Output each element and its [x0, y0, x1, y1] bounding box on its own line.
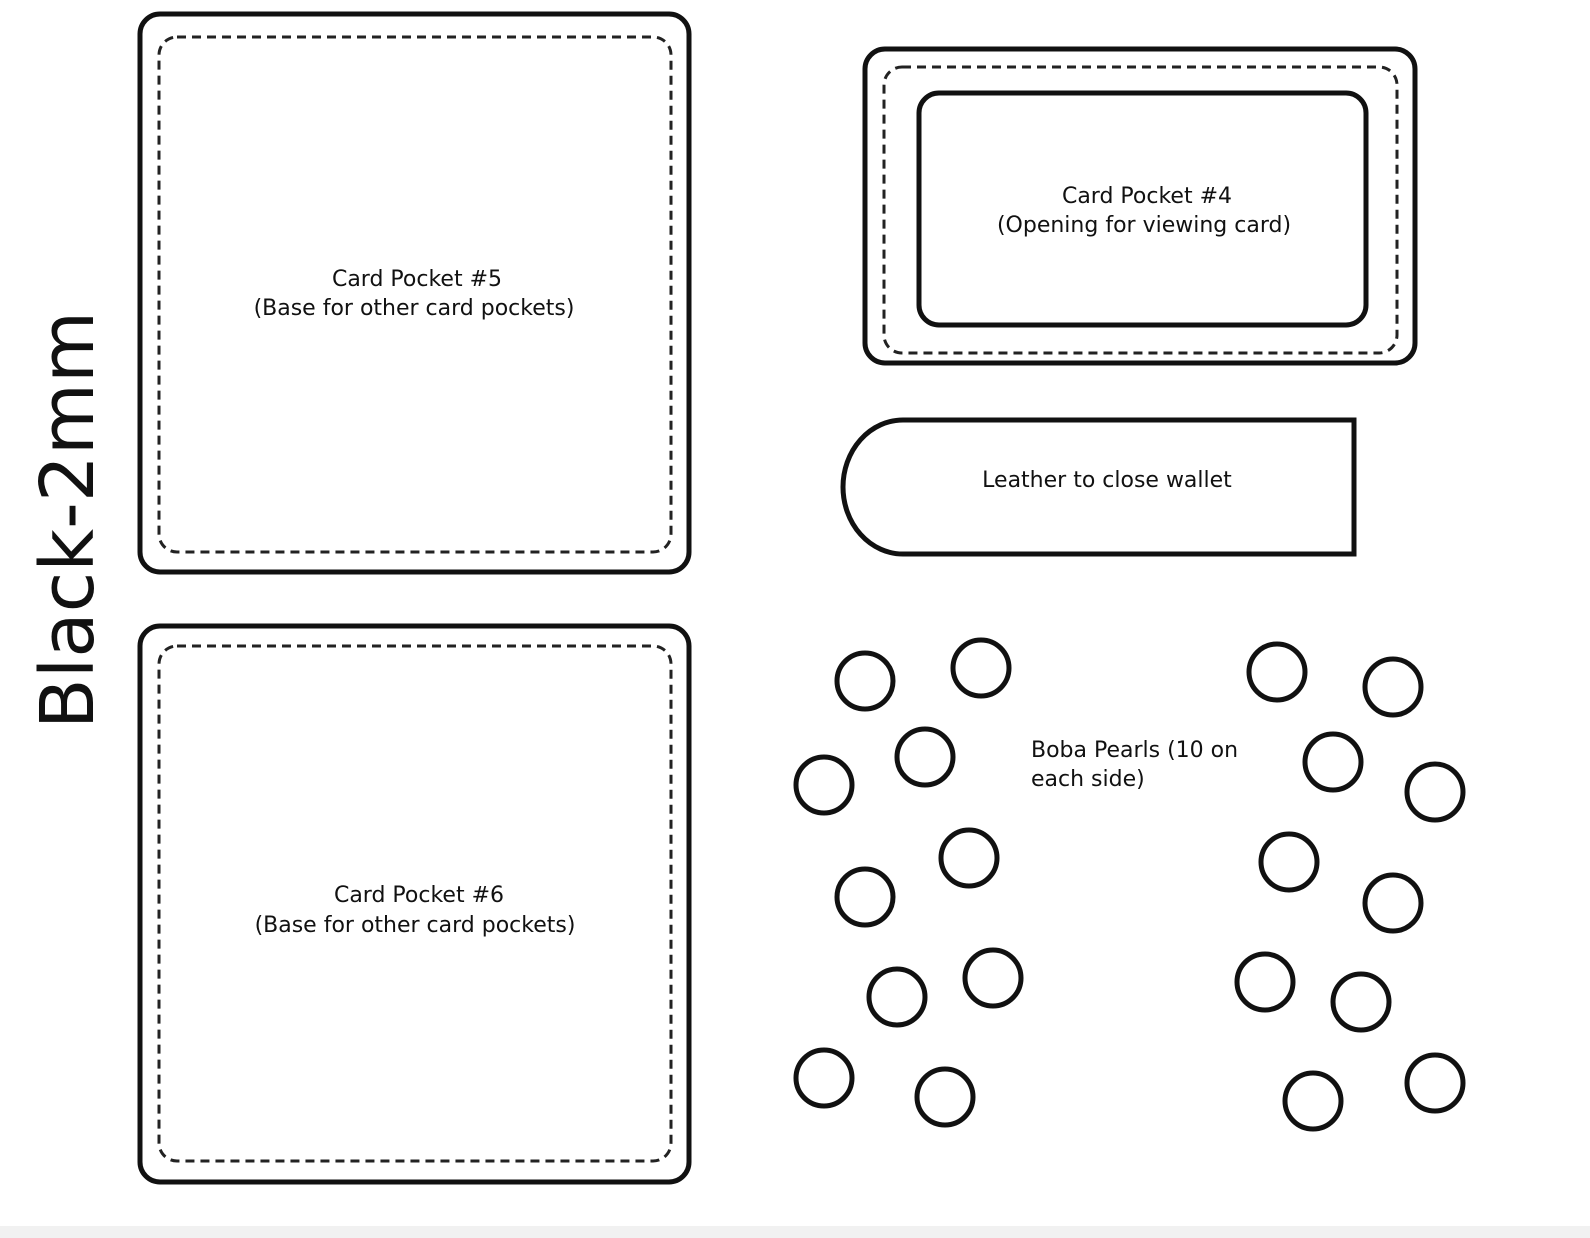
card-pocket-5-stitch-line — [157, 35, 673, 554]
boba-pearl-right-9 — [1282, 1070, 1344, 1132]
boba-pearl-left-4 — [793, 754, 855, 816]
card-pocket-4-outline — [862, 46, 1418, 366]
boba-pearl-right-1 — [1246, 641, 1308, 703]
boba-pearl-left-7 — [866, 966, 928, 1028]
material-title: Black-2mm — [25, 311, 111, 729]
boba-pearl-left-1 — [834, 650, 896, 712]
boba-pearl-left-6 — [834, 866, 896, 928]
boba-pearls-label: Boba Pearls (10 on — [1031, 738, 1238, 763]
boba-pearls: Boba Pearls (10 on each side) — [793, 637, 1466, 1132]
boba-pearls-sublabel: each side) — [1031, 767, 1145, 792]
boba-pearl-right-8 — [1330, 971, 1392, 1033]
card-pocket-4-viewing-window — [916, 90, 1369, 328]
card-pocket-4-stitch-line — [882, 65, 1399, 355]
boba-pearl-right-4 — [1404, 761, 1466, 823]
card-pocket-4-label: Card Pocket #4 — [1062, 184, 1232, 209]
card-pocket-4-sublabel: (Opening for viewing card) — [997, 213, 1291, 238]
card-pocket-4: Card Pocket #4 (Opening for viewing card… — [862, 46, 1418, 366]
boba-pearl-left-8 — [962, 947, 1024, 1009]
bottom-strip — [0, 1226, 1590, 1238]
boba-pearl-right-3 — [1302, 731, 1364, 793]
boba-pearl-left-10 — [914, 1066, 976, 1128]
boba-pearl-left-5 — [938, 827, 1000, 889]
boba-pearl-right-7 — [1234, 951, 1296, 1013]
closure-strap: Leather to close wallet — [840, 417, 1357, 557]
card-pocket-6-label: Card Pocket #6 — [334, 883, 504, 908]
closure-strap-outline — [840, 417, 1357, 557]
card-pocket-5-sublabel: (Base for other card pockets) — [254, 296, 575, 321]
boba-pearl-right-6 — [1362, 872, 1424, 934]
boba-pearl-right-10 — [1404, 1052, 1466, 1114]
closure-strap-label: Leather to close wallet — [982, 468, 1232, 493]
card-pocket-6-stitch-line — [157, 644, 673, 1163]
card-pocket-6-outline — [137, 623, 692, 1185]
boba-pearl-right-2 — [1362, 656, 1424, 718]
boba-pearl-left-9 — [793, 1047, 855, 1109]
boba-pearl-left-3 — [894, 726, 956, 788]
card-pocket-5-label: Card Pocket #5 — [332, 267, 502, 292]
card-pocket-5-outline — [137, 11, 692, 575]
boba-pearl-left-2 — [950, 637, 1012, 699]
card-pocket-5: Card Pocket #5 (Base for other card pock… — [137, 11, 692, 575]
boba-pearl-right-5 — [1258, 831, 1320, 893]
card-pocket-6-sublabel: (Base for other card pockets) — [255, 913, 576, 938]
card-pocket-6: Card Pocket #6 (Base for other card pock… — [137, 623, 692, 1185]
